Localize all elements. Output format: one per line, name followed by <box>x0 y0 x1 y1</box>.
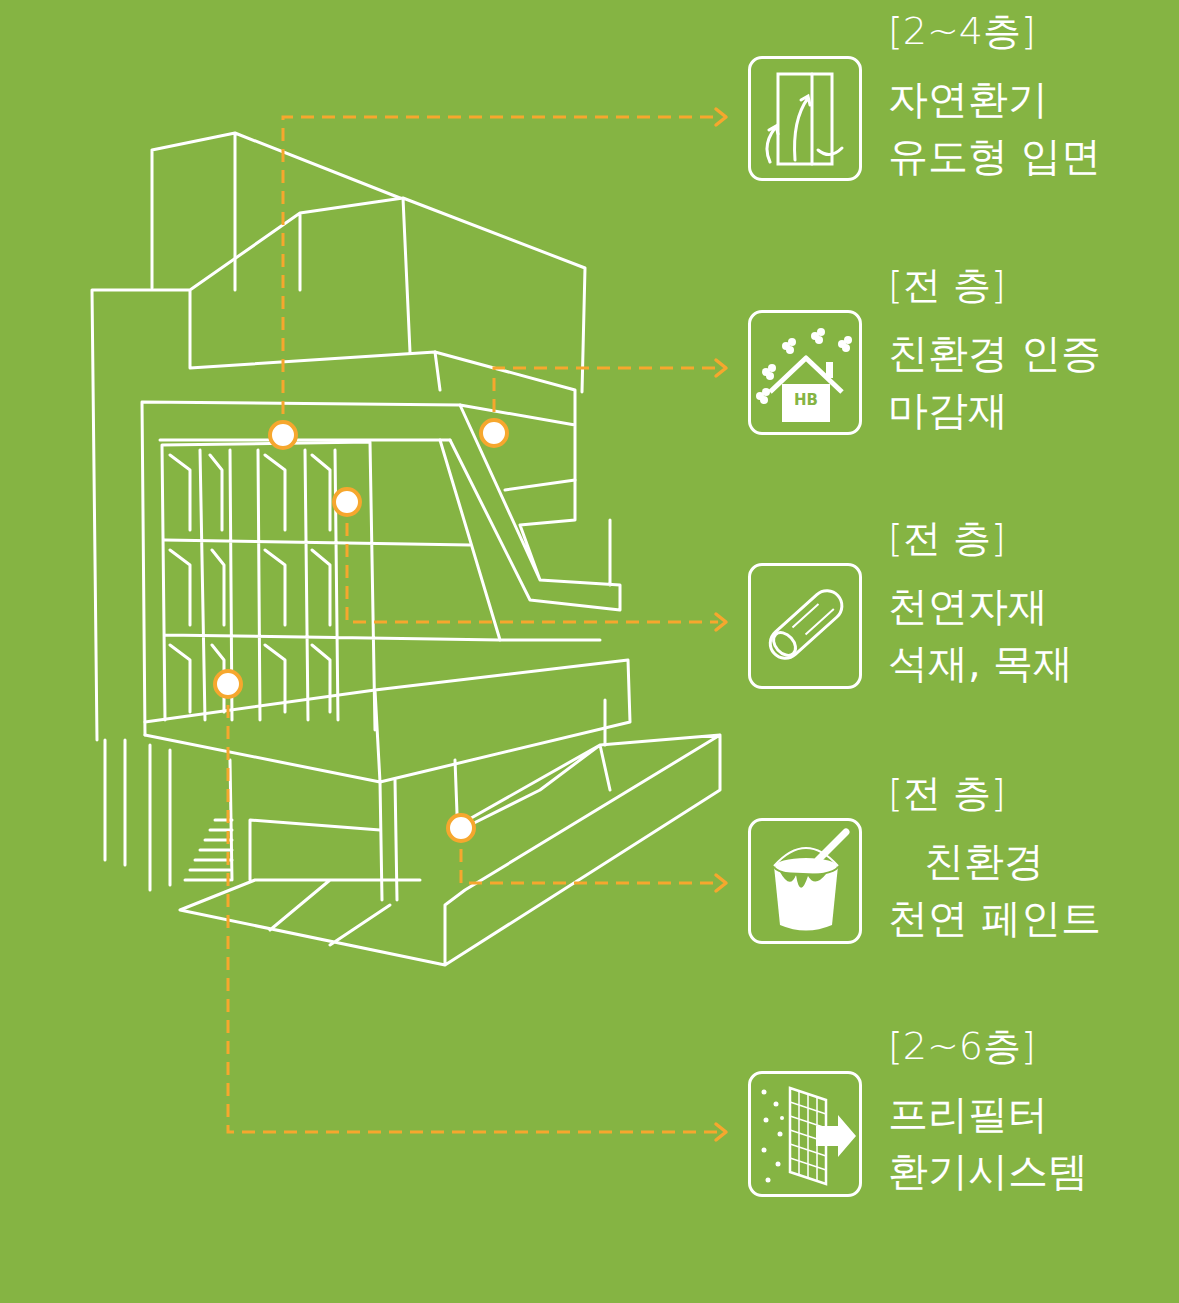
airflow-arrow <box>795 96 810 160</box>
marker-dots <box>215 420 507 841</box>
window-frame <box>778 74 832 164</box>
dust-dot <box>776 1162 781 1167</box>
arrowhead <box>716 360 726 376</box>
leader-lines <box>228 117 718 1132</box>
clover <box>768 364 776 372</box>
clover <box>766 372 774 380</box>
feature-icon-box: [2~6층]프리필터 환기시스템 <box>748 1071 862 1197</box>
certified-finish-icon <box>756 328 852 422</box>
arrowhead <box>716 1124 726 1140</box>
dust-dots <box>762 1090 785 1183</box>
arrowhead <box>716 875 726 891</box>
feature-icon-box: [전 층]친환경 인증 마감재 <box>748 310 862 435</box>
building <box>92 133 720 965</box>
clover <box>760 396 768 404</box>
house-chimney <box>826 362 833 378</box>
paint-drip <box>780 872 826 888</box>
leader-line <box>494 368 718 433</box>
floor-range: [전 층] <box>888 770 1148 816</box>
feature-name: 천연자재 석재, 목재 <box>888 578 1124 692</box>
feature-name: 프리필터 환기시스템 <box>888 1086 1124 1200</box>
airflow-arrow <box>818 148 842 155</box>
filter-arrow <box>816 1115 856 1157</box>
airflow-arrow <box>767 126 778 162</box>
dust-dot <box>778 1132 783 1137</box>
marker-dot <box>448 815 474 841</box>
clover <box>815 336 823 344</box>
window-divider <box>811 74 814 164</box>
clover <box>762 388 770 396</box>
icon-letters: HB <box>788 392 824 409</box>
floor-range: [2~4층] <box>888 8 1148 54</box>
floor-range: [2~6층] <box>888 1023 1148 1069</box>
leader-line <box>347 502 718 622</box>
building-window-insets <box>170 455 330 712</box>
house-body <box>782 384 830 422</box>
leader-line <box>461 828 718 883</box>
building-facade-grid <box>162 442 500 730</box>
paint-bucket <box>774 866 838 931</box>
feature-name: 자연환기 유도형 입면 <box>888 71 1124 185</box>
building-slab <box>142 352 575 735</box>
clover <box>817 328 825 336</box>
log-end <box>769 628 800 659</box>
ventilation-icon <box>767 74 842 164</box>
feature-icon-box: [2~4층]자연환기 유도형 입면 <box>748 56 862 181</box>
leader-line <box>283 117 718 435</box>
clover <box>842 344 850 352</box>
marker-dot <box>215 671 241 697</box>
arrowhead <box>716 109 726 125</box>
building-upper-mass <box>92 198 585 740</box>
building-columns <box>105 700 605 900</box>
log-grain <box>792 599 833 638</box>
building-wedge <box>440 405 620 640</box>
filter-icon <box>762 1088 857 1184</box>
dust-dot <box>762 1148 767 1153</box>
building-lower-slab <box>145 660 630 782</box>
log <box>764 585 848 665</box>
feature-name: 친환경 인증 마감재 <box>888 325 1124 439</box>
dust-dot <box>766 1178 771 1183</box>
dust-dot <box>774 1102 779 1107</box>
dust-dot <box>780 1116 784 1120</box>
clover <box>844 336 852 344</box>
paint-brush <box>818 832 846 860</box>
feature-name: 친환경 천연 페인트 <box>888 833 1124 947</box>
marker-dot <box>334 489 360 515</box>
clover <box>788 338 796 346</box>
building-tower <box>152 133 400 290</box>
feature-icon-box: [전 층]천연자재 석재, 목재 <box>748 563 862 689</box>
paint-icon <box>774 832 846 931</box>
dust-dot <box>762 1090 767 1095</box>
feature-icon-box: [전 층]친환경 천연 페인트 <box>748 818 862 944</box>
dust-dot <box>764 1118 769 1123</box>
floor-range: [전 층] <box>888 515 1148 561</box>
arrowhead <box>716 614 726 630</box>
marker-dot <box>270 422 296 448</box>
floor-range: [전 층] <box>888 262 1148 308</box>
leader-arrowheads <box>716 109 726 1140</box>
leader-line <box>228 684 718 1132</box>
clover <box>786 346 794 354</box>
marker-dot <box>481 420 507 446</box>
natural-material-icon <box>764 585 848 665</box>
building-stairs <box>185 820 232 880</box>
building-base <box>180 735 720 965</box>
